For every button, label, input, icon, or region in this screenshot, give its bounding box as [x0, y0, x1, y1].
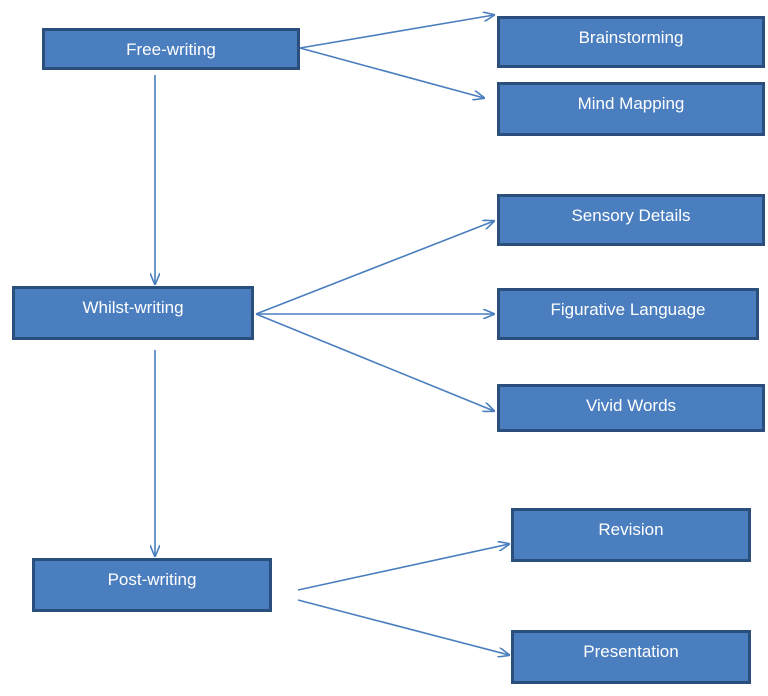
node-label: Whilst-writing	[82, 298, 184, 317]
node-label: Brainstorming	[578, 28, 684, 47]
node-label: Mind Mapping	[577, 94, 685, 113]
node-brainstorming: Brainstorming	[497, 16, 765, 68]
node-label: Figurative Language	[550, 300, 706, 319]
node-label: Post-writing	[107, 570, 197, 589]
arrow-free-to-brainstorming	[299, 15, 494, 49]
node-label: Vivid Words	[585, 396, 677, 415]
node-label: Sensory Details	[571, 206, 691, 225]
arrow-free-to-mind-mapping	[299, 47, 484, 98]
node-vivid-words: Vivid Words	[497, 384, 765, 432]
arrow-post-to-presentation	[297, 599, 509, 655]
node-mind-mapping: Mind Mapping	[497, 82, 765, 136]
node-presentation: Presentation	[511, 630, 751, 684]
arrow-whilst-to-vivid	[255, 313, 494, 411]
node-label: Presentation	[583, 642, 679, 661]
node-post-writing: Post-writing	[32, 558, 272, 612]
node-whilst-writing: Whilst-writing	[12, 286, 254, 340]
node-free-writing: Free-writing	[42, 28, 300, 70]
node-revision: Revision	[511, 508, 751, 562]
arrow-post-to-revision	[297, 544, 509, 591]
node-label: Revision	[598, 520, 664, 539]
node-sensory-details: Sensory Details	[497, 194, 765, 246]
arrow-whilst-to-sensory	[255, 221, 494, 315]
node-label: Free-writing	[126, 40, 216, 59]
node-figurative-language: Figurative Language	[497, 288, 759, 340]
